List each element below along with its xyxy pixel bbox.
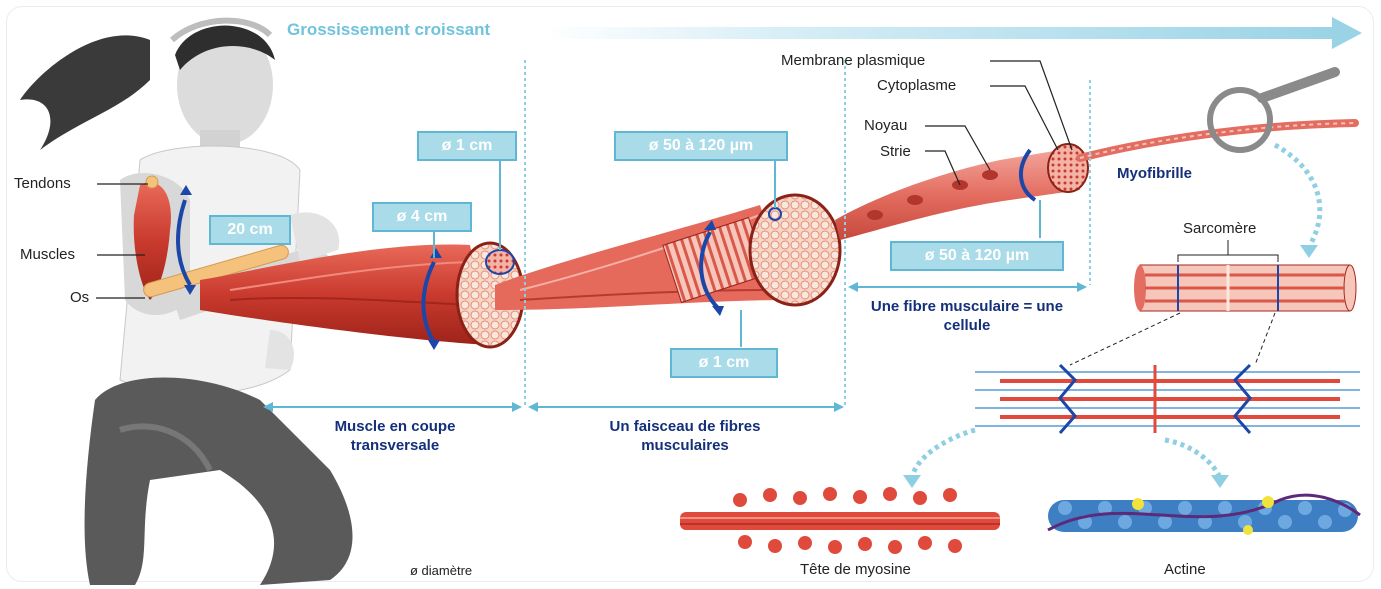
fiber-diameter-box: ø 50 à 120 µm — [890, 241, 1064, 271]
magnification-arrow — [545, 17, 1362, 49]
filament-detail — [903, 365, 1360, 488]
muscle-section-label: Muscle en coupe transversale — [310, 418, 480, 456]
muscle-fiber — [835, 123, 1355, 240]
membrane-label: Membrane plasmique — [781, 53, 925, 68]
tendons-label: Tendons — [14, 176, 71, 191]
sarcomere-label: Sarcomère — [1183, 221, 1256, 236]
myosin-illustration — [680, 487, 1000, 554]
myofibril-label: Myofibrille — [1117, 166, 1192, 181]
muscles-label: Muscles — [20, 247, 75, 262]
bundle-length-box: ø 1 cm — [670, 348, 778, 378]
actin-label: Actine — [1164, 562, 1206, 577]
arm-length-box: 20 cm — [209, 215, 291, 245]
muscle-diameter-box: ø 4 cm — [372, 202, 472, 232]
fiber-bundle — [495, 160, 840, 347]
fiber-section-label: Une fibre musculaire = une cellule — [862, 298, 1072, 336]
nucleus-label: Noyau — [864, 118, 907, 133]
cytoplasm-label: Cytoplasme — [877, 78, 956, 93]
muscle-top-box: ø 1 cm — [417, 131, 517, 161]
myosin-label: Tête de myosine — [800, 562, 911, 577]
magnification-title: Grossissement croissant — [287, 20, 490, 40]
actin-illustration — [1048, 495, 1360, 535]
bundle-section-label: Un faisceau de fibres musculaires — [585, 418, 785, 456]
bone-label: Os — [70, 290, 89, 305]
bundle-diameter-box: ø 50 à 120 µm — [614, 131, 788, 161]
sarcomere-cylinder — [1070, 240, 1356, 365]
diameter-legend: ø diamètre — [410, 564, 472, 577]
strie-label: Strie — [880, 144, 911, 159]
